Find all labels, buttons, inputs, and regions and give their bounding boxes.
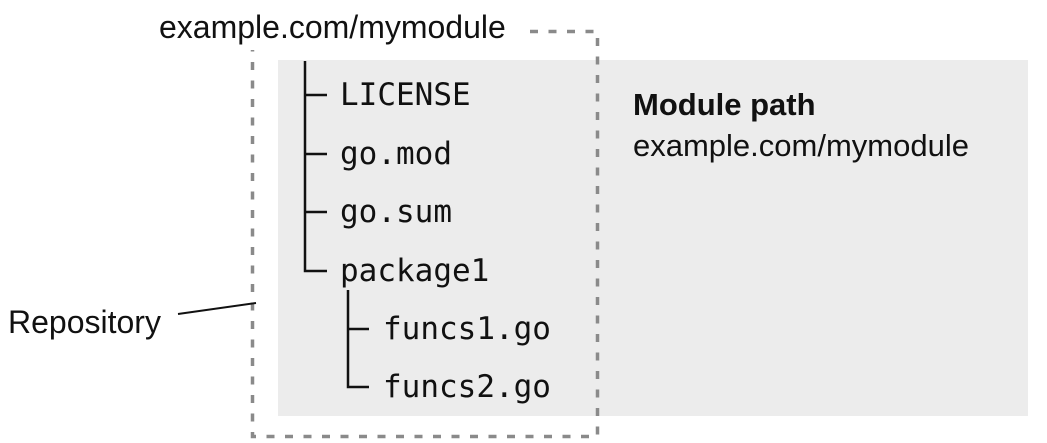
module-path-title: Module path — [633, 87, 816, 122]
repository-pointer-line — [177, 302, 257, 315]
repo-contents-panel — [278, 60, 1028, 416]
tree-connector-lines — [303, 61, 369, 389]
repository-caption: Repository — [8, 304, 161, 340]
module-path-block: Module path example.com/mymodule — [633, 84, 969, 166]
module-path-value: example.com/mymodule — [633, 128, 969, 163]
tree-item-go-mod: go.mod — [340, 136, 452, 172]
tree-item-go-sum: go.sum — [340, 194, 452, 230]
tree-item-license: LICENSE — [340, 77, 471, 113]
tree-item-funcs2-go: funcs2.go — [383, 369, 551, 405]
tree-item-funcs1-go: funcs1.go — [383, 311, 551, 347]
repo-url-label: example.com/mymodule — [157, 6, 522, 50]
tree-item-package1: package1 — [340, 253, 490, 289]
